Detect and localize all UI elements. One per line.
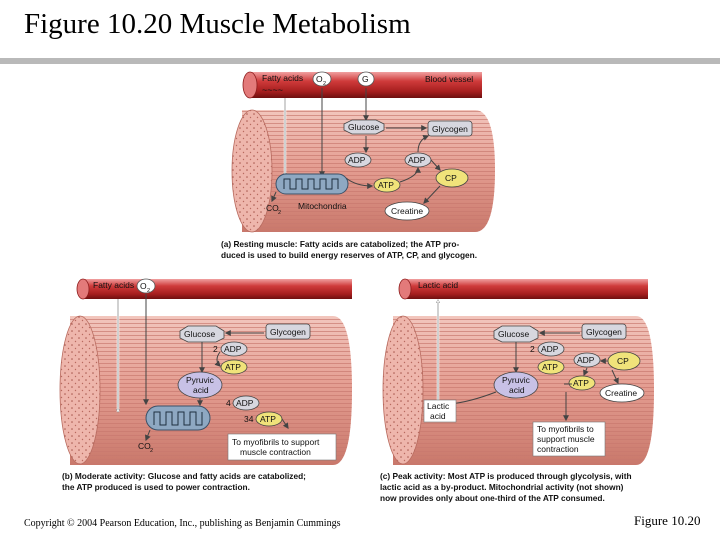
glucose-bubble [357, 71, 375, 87]
co2-subscript: 2 [278, 210, 281, 216]
two-label-c: 2 [530, 344, 535, 354]
adp2-label-b: ADP [236, 398, 254, 408]
o2-label: O [316, 74, 323, 84]
svg-text:2: 2 [150, 448, 153, 454]
glucose-hexagon-b [179, 325, 225, 343]
panel-c: Lactic acid Glucose Glycogen 2 ADP ATP A… [380, 278, 654, 503]
atp1-label-b: ATP [225, 362, 241, 372]
cp-bubble [435, 168, 469, 188]
glycogen-label: Glycogen [432, 124, 468, 134]
caption-a-line1: (a) Resting muscle: Fatty acids are cata… [221, 239, 459, 249]
panel-b: Fatty acids O 2 Glucose Glycogen 2 ADP A… [59, 278, 352, 492]
myofibrils-label1-c: To myofibrils to [537, 424, 594, 434]
adp2-label-c: ADP [577, 355, 595, 365]
pyruvic-acid-label1-c: Pyruvic [502, 375, 531, 385]
adp1-label-c: ADP [541, 344, 559, 354]
glucose-label: Glucose [348, 122, 379, 132]
glucose-hexagon-c [493, 325, 539, 343]
title-divider [0, 58, 720, 64]
atp1-label-c: ATP [542, 362, 558, 372]
atp2-label-b: ATP [260, 414, 276, 424]
glycogen-label-c: Glycogen [586, 327, 622, 337]
myofibrils-box-c [532, 421, 606, 457]
myofibrils-box-b [227, 433, 337, 461]
creatine-bubble [384, 201, 430, 221]
adp-left-bubble [344, 152, 372, 168]
adp1-label-b: ADP [224, 344, 242, 354]
myofibrils-label2-c: support muscle [537, 434, 595, 444]
copyright-notice: Copyright © 2004 Pearson Education, Inc.… [24, 518, 341, 529]
o2-label-b: O [140, 281, 147, 291]
thirty-four-label-b: 34 [244, 414, 254, 424]
adp-right-label: ADP [408, 155, 426, 165]
atp-bubble [373, 177, 401, 193]
atp2-label-c: ATP [573, 378, 589, 388]
pyruvic-acid-bubble-c [493, 371, 539, 399]
glycogen-label-b: Glycogen [270, 327, 306, 337]
pyruvic-acid-label1-b: Pyruvic [186, 375, 215, 385]
myofibrils-label1-b: To myofibrils to support [232, 437, 320, 447]
pyruvic-acid-label2-b: acid [193, 385, 209, 395]
glucose-label-b: Glucose [184, 329, 215, 339]
caption-b-line1: (b) Moderate activity: Glucose and fatty… [62, 471, 306, 481]
blood-vessel-label: Blood vessel [425, 74, 473, 84]
blood-vessel-c [405, 279, 648, 299]
blood-vessel-end [242, 71, 258, 99]
pyruvic-acid-label2-c: acid [509, 385, 525, 395]
lactic-acid-box-c [423, 399, 457, 423]
mitochondria-label: Mitochondria [298, 201, 347, 211]
caption-c-line1: (c) Peak activity: Most ATP is produced … [380, 471, 632, 481]
lactic-acid-label2-c: acid [430, 411, 446, 421]
caption-c-line3: now provides only about one-third of the… [380, 493, 605, 503]
caption-c-line2: lactic acid as a by-product. Mitochondri… [380, 482, 624, 492]
glycogen-box-b [265, 323, 311, 340]
panel-a: Fatty acids ~~~~ O 2 G Blood vessel Gluc… [221, 71, 495, 260]
o2-bubble [312, 71, 332, 87]
glycogen-box-c [581, 323, 627, 340]
two-label-b: 2 [213, 344, 218, 354]
glucose-in-label: G [362, 74, 369, 84]
atp-label: ATP [378, 180, 394, 190]
co2-label-b: CO [138, 441, 151, 451]
mitochondrion [275, 173, 349, 195]
adp-left-label: ADP [348, 155, 366, 165]
caption-a-line2: duced is used to build energy reserves o… [221, 250, 477, 260]
fatty-acids-label: Fatty acids [262, 73, 303, 83]
co2-label: CO [266, 203, 279, 213]
lactic-acid-label1-c: Lactic [427, 401, 450, 411]
slide-title: Figure 10.20 Muscle Metabolism [24, 8, 411, 40]
glycogen-box [427, 120, 473, 137]
lactic-acid-top-label: Lactic acid [418, 280, 458, 290]
wavy-fatty-acid-icon: ~~~~ [262, 85, 283, 95]
mitochondrion-b [145, 405, 211, 431]
caption-b-line2: the ATP produced is used to power contra… [62, 482, 250, 492]
o2-subscript: 2 [323, 81, 326, 87]
creatine-label: Creatine [391, 206, 423, 216]
myofibrils-label3-c: contraction [537, 444, 579, 454]
svg-text:2: 2 [147, 288, 150, 294]
four-label-b: 4 [226, 398, 231, 408]
creatine-label-c: Creatine [605, 388, 637, 398]
cp-label: CP [445, 173, 457, 183]
fatty-acids-label-b: Fatty acids [93, 280, 134, 290]
cp-label-c: CP [617, 356, 629, 366]
figure-number: Figure 10.20 [634, 513, 701, 528]
glucose-label-c: Glucose [498, 329, 529, 339]
myofibrils-label2-b: muscle contraction [240, 447, 311, 457]
glucose-hexagon [343, 119, 385, 135]
